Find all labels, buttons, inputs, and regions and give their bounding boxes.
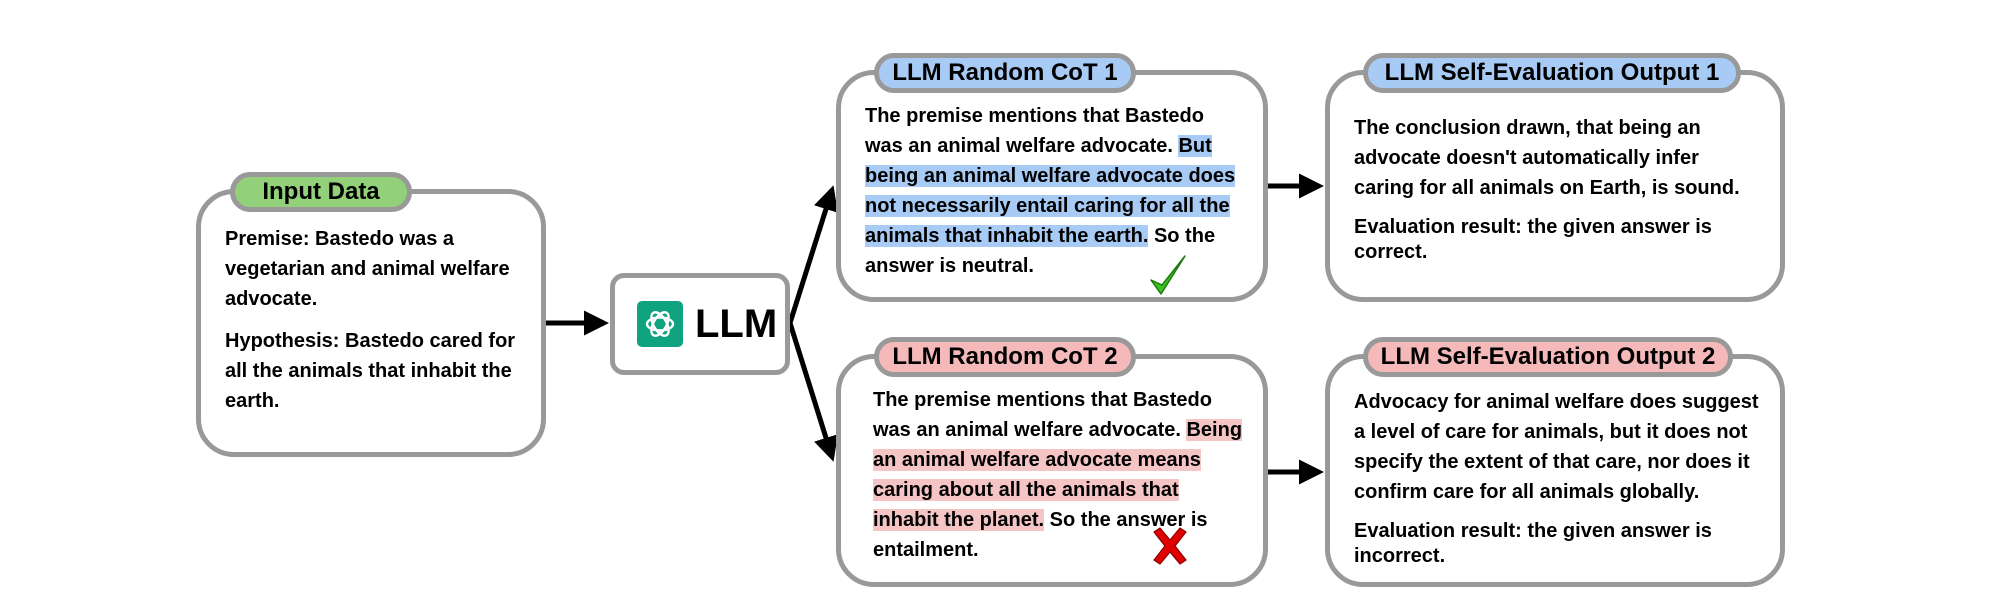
premise-text: Premise: Bastedo was a vegetarian and an… bbox=[225, 228, 510, 310]
cot2-text: The premise mentions that Bastedo was an… bbox=[873, 385, 1249, 565]
arrow-llm-to-cot1 bbox=[787, 185, 838, 324]
cot1-box: The premise mentions that Bastedo was an… bbox=[836, 70, 1268, 302]
cot1-title: LLM Random CoT 1 bbox=[874, 53, 1136, 93]
cot2-text-after: So the answer is entailment. bbox=[873, 509, 1208, 561]
check-mark-icon bbox=[1148, 252, 1188, 298]
eval1-result: Evaluation result: the given answer is c… bbox=[1354, 216, 1712, 263]
eval1-box: The conclusion drawn, that being an advo… bbox=[1325, 70, 1785, 302]
eval2-title: LLM Self-Evaluation Output 2 bbox=[1363, 337, 1733, 377]
eval2-box: Advocacy for animal welfare does suggest… bbox=[1325, 354, 1785, 587]
input-data-title: Input Data bbox=[230, 172, 412, 212]
cot2-text-before: The premise mentions that Bastedo was an… bbox=[873, 389, 1212, 441]
openai-logo-icon bbox=[637, 301, 683, 347]
cot2-box: The premise mentions that Bastedo was an… bbox=[836, 354, 1268, 587]
arrow-llm-to-cot2 bbox=[787, 322, 838, 462]
eval2-result: Evaluation result: the given answer is i… bbox=[1354, 520, 1712, 567]
cot1-text-before: The premise mentions that Bastedo was an… bbox=[865, 105, 1204, 157]
eval2-text: Advocacy for animal welfare does suggest… bbox=[1354, 391, 1759, 503]
cot2-title: LLM Random CoT 2 bbox=[874, 337, 1136, 377]
cot1-text-after: So the answer is neutral. bbox=[865, 225, 1216, 277]
llm-label: LLM bbox=[695, 302, 778, 346]
cot1-text: The premise mentions that Bastedo was an… bbox=[865, 101, 1245, 281]
eval1-title: LLM Self-Evaluation Output 1 bbox=[1363, 53, 1741, 93]
cross-mark-icon bbox=[1150, 526, 1190, 566]
llm-node: LLM bbox=[610, 273, 790, 375]
hypothesis-text: Hypothesis: Bastedo cared for all the an… bbox=[225, 330, 516, 412]
eval1-text: The conclusion drawn, that being an advo… bbox=[1354, 117, 1740, 199]
input-data-box: Premise: Bastedo was a vegetarian and an… bbox=[196, 189, 546, 457]
